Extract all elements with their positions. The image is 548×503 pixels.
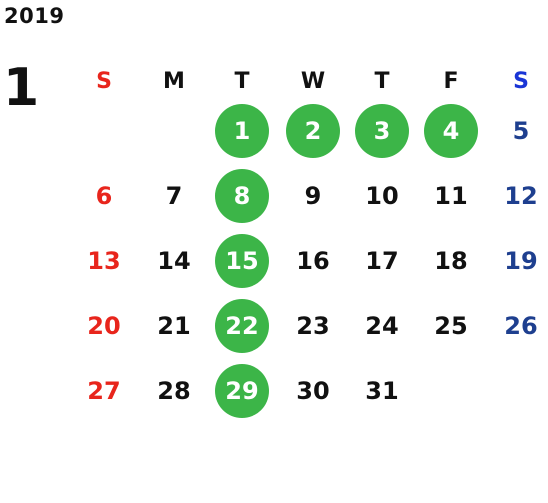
weekday-header-row: S M T W T F S [68, 58, 548, 104]
day-cell-highlighted: 29 [215, 364, 269, 418]
week-row: 1 2 3 4 5 [68, 104, 548, 169]
weekday-friday: F [443, 68, 459, 94]
day-cell: 17 [365, 247, 399, 275]
day-cell: 5 [512, 117, 530, 145]
day-cell: 18 [434, 247, 468, 275]
day-cell-highlighted: 3 [355, 104, 409, 158]
weekday-monday: M [163, 68, 185, 94]
weekday-saturday: S [513, 68, 529, 94]
day-cell: 20 [87, 312, 121, 340]
day-cell: 26 [504, 312, 538, 340]
day-cell: 28 [157, 377, 191, 405]
month-label: 1 [3, 58, 40, 118]
day-cell: 30 [296, 377, 330, 405]
day-cell-highlighted: 22 [215, 299, 269, 353]
day-cell [147, 104, 201, 158]
day-cell: 13 [87, 247, 121, 275]
day-cell: 16 [296, 247, 330, 275]
weekday-sunday: S [96, 68, 112, 94]
calendar-grid: S M T W T F S 1 2 3 4 5 6 7 8 9 10 11 12… [68, 58, 548, 429]
week-row: 20 21 22 23 24 25 26 [68, 299, 548, 364]
week-row: 6 7 8 9 10 11 12 [68, 169, 548, 234]
week-row: 27 28 29 30 31 [68, 364, 548, 429]
day-cell: 23 [296, 312, 330, 340]
day-cell: 7 [165, 182, 183, 210]
day-cell: 10 [365, 182, 399, 210]
week-row: 13 14 15 16 17 18 19 [68, 234, 548, 299]
day-cell: 31 [365, 377, 399, 405]
day-cell [494, 364, 548, 418]
day-cell [77, 104, 131, 158]
year-label: 2019 [4, 4, 65, 28]
day-cell: 27 [87, 377, 121, 405]
day-cell: 19 [504, 247, 538, 275]
day-cell: 21 [157, 312, 191, 340]
day-cell-highlighted: 8 [215, 169, 269, 223]
day-cell: 9 [304, 182, 322, 210]
day-cell-highlighted: 4 [424, 104, 478, 158]
weekday-wednesday: W [300, 68, 326, 94]
day-cell-highlighted: 15 [215, 234, 269, 288]
day-cell-highlighted: 2 [286, 104, 340, 158]
day-cell: 11 [434, 182, 468, 210]
day-cell: 12 [504, 182, 538, 210]
day-cell [424, 364, 478, 418]
weekday-tuesday: T [234, 68, 250, 94]
day-cell: 6 [95, 182, 113, 210]
day-cell: 24 [365, 312, 399, 340]
weekday-thursday: T [374, 68, 390, 94]
day-cell: 14 [157, 247, 191, 275]
day-cell-highlighted: 1 [215, 104, 269, 158]
day-cell: 25 [434, 312, 468, 340]
